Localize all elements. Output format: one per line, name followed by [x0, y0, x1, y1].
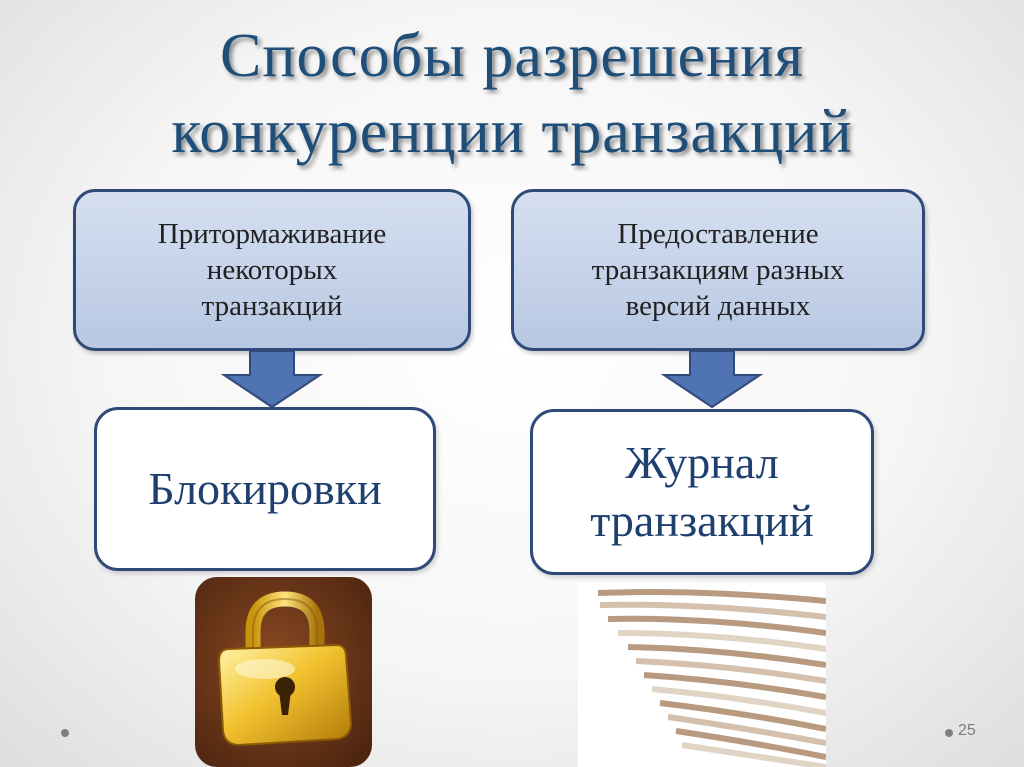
right-decor-dot — [945, 729, 953, 737]
paper-stack-icon — [578, 583, 826, 767]
slide-title-line2: конкуренции транзакций — [0, 94, 1024, 170]
left-method-line3: транзакций — [158, 288, 387, 324]
left-method-box: Притормаживание некоторых транзакций — [73, 189, 471, 351]
right-method-line2: транзакциям разных — [592, 252, 845, 288]
right-method-line1: Предоставление — [592, 216, 845, 252]
right-method-line3: версий данных — [592, 288, 845, 324]
transaction-log-line1: Журнал — [590, 434, 814, 492]
slide-title-line1: Способы разрешения — [0, 18, 1024, 94]
left-method-line2: некоторых — [158, 252, 387, 288]
left-method-line1: Притормаживание — [158, 216, 387, 252]
transaction-log-box: Журнал транзакций — [530, 409, 874, 575]
slide-title: Способы разрешения конкуренции транзакци… — [0, 18, 1024, 170]
locks-box: Блокировки — [94, 407, 436, 571]
left-down-arrow-icon — [220, 351, 324, 409]
right-method-box: Предоставление транзакциям разных версий… — [511, 189, 925, 351]
locks-label: Блокировки — [148, 460, 381, 518]
slide-number: 25 — [958, 722, 976, 740]
padlock-icon — [195, 577, 372, 767]
left-decor-dot — [61, 729, 69, 737]
right-down-arrow-icon — [660, 351, 764, 409]
transaction-log-line2: транзакций — [590, 492, 814, 550]
